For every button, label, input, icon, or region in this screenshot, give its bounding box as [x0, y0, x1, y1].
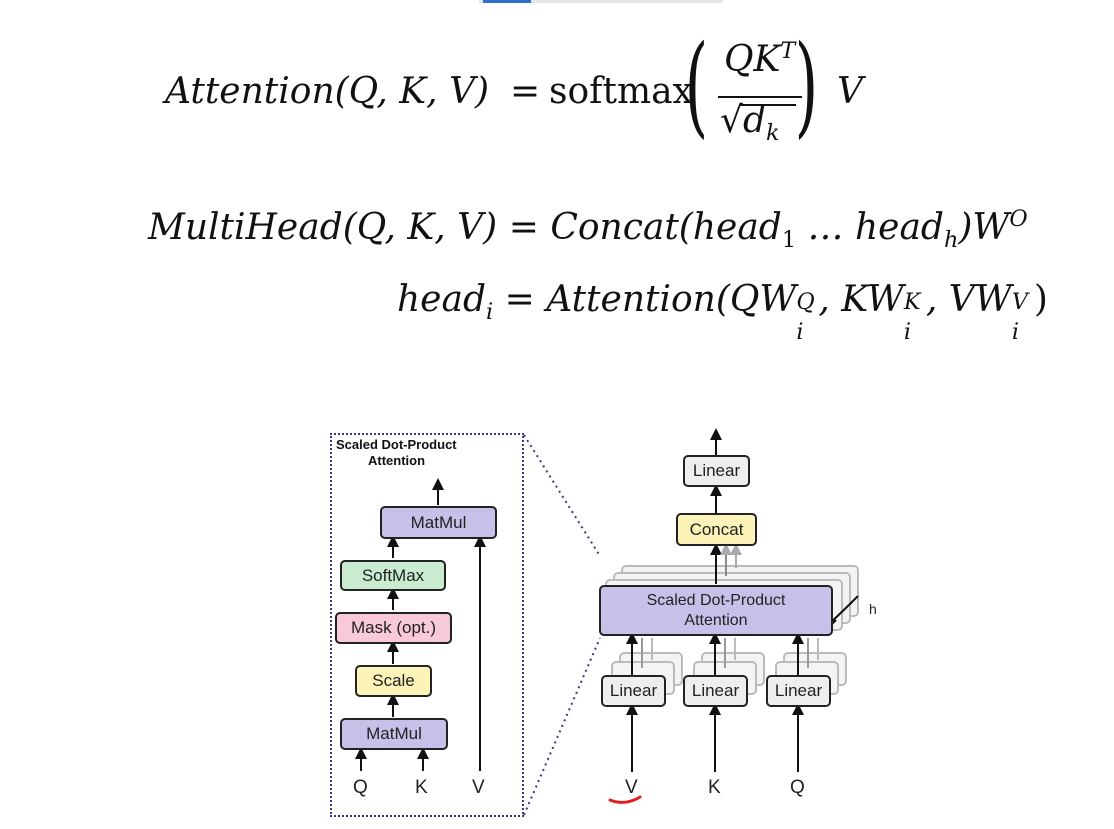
mha-sdpa-line2: Attention [684, 611, 748, 629]
wq-sup: Q [796, 289, 815, 315]
wv-sub: i [1011, 319, 1019, 345]
head-vw: , VW [925, 279, 1012, 320]
heads-label: h [869, 601, 877, 617]
sdpa-title-line2: Attention [368, 453, 426, 468]
left-paren: ( [684, 21, 709, 149]
mha-sdpa-line1: Scaled Dot-Product [646, 591, 786, 609]
top-progress-bar [479, 0, 723, 3]
softmax-label: softmax [549, 71, 693, 112]
wk-sup: K [903, 289, 921, 315]
matmul-bottom-block: MatMul [340, 718, 448, 750]
right-paren: ) [794, 21, 819, 149]
top-progress-accent [483, 0, 531, 3]
multihead-mid: … head [796, 207, 944, 248]
mha-linear-q: Linear [766, 675, 831, 707]
mha-linear-out: Linear [683, 455, 750, 487]
attention-lhs: Attention(Q, K, V) [165, 71, 490, 112]
fraction-numerator: QKT [724, 38, 796, 80]
mha-input-k: K [708, 777, 721, 798]
multihead-concat: Concat(head [550, 207, 782, 248]
head-subscript-1: 1 [781, 227, 797, 254]
mha-input-v: V [625, 777, 638, 798]
sdpa-input-k: K [415, 777, 428, 798]
head-lhs: head [397, 279, 486, 320]
mha-linear-k: Linear [683, 675, 748, 707]
attention-equals: = [510, 71, 541, 112]
head-close: ) [1033, 279, 1048, 320]
head-equals: = [504, 279, 535, 320]
sdpa-input-q: Q [353, 777, 368, 798]
multihead-lhs: MultiHead(Q, K, V) [148, 207, 498, 248]
mha-sdpa-block: Scaled Dot-Product Attention [599, 585, 833, 636]
sdpa-title-line1: Scaled Dot-Product [336, 437, 457, 452]
matmul-top-block: MatMul [380, 506, 497, 539]
wq-sub: i [796, 319, 804, 345]
scale-block: Scale [355, 665, 432, 697]
wk-sub: i [903, 319, 912, 345]
head-subscript-h: h [943, 227, 959, 254]
mha-linear-v: Linear [601, 675, 666, 707]
softmax-block: SoftMax [340, 560, 446, 591]
sdpa-input-v: V [472, 777, 485, 798]
head-kw: , KW [818, 279, 904, 320]
multihead-formula: MultiHead(Q, K, V) = Concat(head1 … head… [148, 206, 1028, 253]
head-lhs-subscript: i [486, 299, 494, 326]
head-attention-fn: Attention(QW [546, 279, 797, 320]
attention-v: V [837, 71, 863, 112]
fraction-bar [718, 96, 802, 98]
sdpa-title: Scaled Dot-Product Attention [336, 437, 496, 469]
multihead-equals: = [508, 207, 539, 248]
mask-block: Mask (opt.) [335, 612, 452, 644]
fraction-denominator: √dk [720, 100, 796, 146]
mha-concat-block: Concat [676, 513, 757, 546]
sdpa-dashed-box [330, 433, 524, 817]
wv-sup: V [1011, 289, 1028, 315]
multihead-wo: )W [958, 207, 1010, 248]
mha-input-q: Q [790, 777, 805, 798]
wo-superscript: O [1009, 206, 1028, 232]
